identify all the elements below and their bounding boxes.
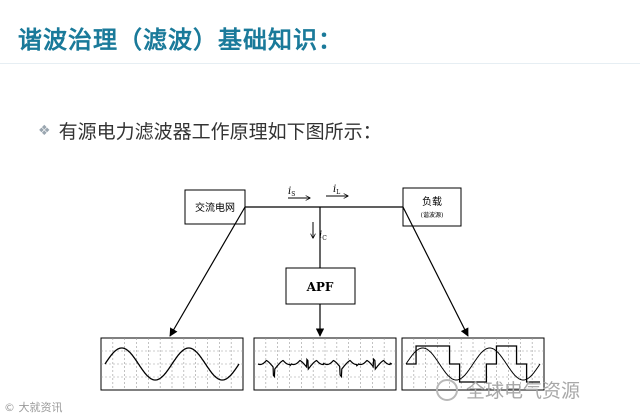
title-divider <box>0 63 640 64</box>
sine-trace <box>104 347 240 381</box>
compensation-trace <box>257 357 393 379</box>
watermark-right: 全球电气资源 <box>436 376 580 403</box>
watermark-logo-icon <box>436 378 458 401</box>
is-label: iS <box>288 186 295 198</box>
load-label: 负载 <box>422 195 442 208</box>
load-current-waveform <box>401 337 545 391</box>
arrow-to-source-waveform <box>169 206 246 337</box>
bullet-text: 有源电力滤波器工作原理如下图所示： <box>58 121 382 143</box>
diamond-bullet-icon: ❖ <box>38 122 51 139</box>
watermark-right-text: 全球电气资源 <box>466 380 581 402</box>
ac-grid-box: 交流电网 <box>184 189 246 225</box>
watermark-left: © 大就资讯 <box>4 401 63 414</box>
source-current-waveform <box>100 337 244 391</box>
ic-label: iC <box>319 230 327 242</box>
load-sublabel: (谐波源) <box>421 211 444 219</box>
apf-box: APF <box>285 267 356 305</box>
bullet-line: ❖ 有源电力滤波器工作原理如下图所示： <box>38 117 382 144</box>
load-box: 负载 (谐波源) <box>402 187 462 227</box>
ac-grid-label: 交流电网 <box>195 201 235 214</box>
arrow-to-load-waveform <box>402 206 469 337</box>
page-title: 谐波治理（滤波）基础知识： <box>18 26 343 54</box>
apf-label: APF <box>306 280 334 294</box>
square-trace <box>406 345 540 383</box>
il-label: iL <box>333 184 340 196</box>
sine-reference-trace <box>405 347 541 381</box>
compensation-current-waveform <box>253 337 397 391</box>
